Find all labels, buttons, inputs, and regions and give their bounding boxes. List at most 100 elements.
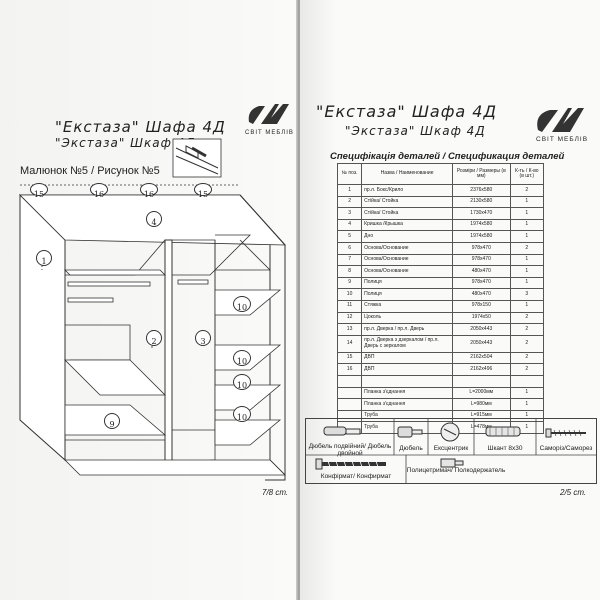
cell-no: 11 [336,299,363,313]
dowel-pin-label: Шкант 8х30 [487,445,523,452]
cell-size: L=980мм [451,398,511,411]
cell-name: Основа/Основание [361,241,453,255]
cell-name: пр.л. Дверка / пр.л. Дверь [361,323,453,336]
cell-size: 1974х580 [451,230,511,243]
cell-qty: 1 [509,218,545,232]
cell-no: 12 [336,311,363,325]
cell-no: 2 [336,195,363,209]
cell-size: 2162х496 [451,363,511,376]
callout-10-a: 10 [233,296,251,312]
eccentric-label: Ексцентрик [433,445,469,452]
cell-name: пр.л. Бокс/Крило [361,184,453,197]
cell-name: Полиця [361,288,453,301]
cell-qty: 1 [509,386,545,400]
cell-qty: 1 [509,398,545,411]
cell-size: 978х470 [451,276,511,290]
cell-no: 5 [336,230,363,243]
col-name: Назва / Наименование [361,163,453,185]
hardware-box: Дюбель подвійний/ Дюбель двойной Дюбель … [305,418,597,484]
eccentric-icon [440,422,460,442]
cell-qty: 2 [509,184,545,197]
right-subtitle: "Экстаза" Шкаф 4Д [345,124,486,138]
callout-10-b: 10 [233,350,251,366]
cell-size: 2050х443 [451,334,511,353]
cell-no: 14 [336,334,363,353]
dowel-icon [397,426,423,438]
dowel-label: Дюбель [399,445,423,452]
callout-15-right: 15 [194,183,212,199]
cell-name: Стійка/ Стойка [361,207,453,220]
cell-name: Основа/Основание [361,265,453,278]
panel-joint-inset-icon [172,138,222,178]
cell-qty: 2 [509,311,545,325]
cell-size: 2162х504 [451,351,511,365]
cell-size: 2376х580 [451,184,511,197]
cell-size: 2050х443 [451,323,511,336]
cell-qty: 1 [509,265,545,278]
cell-qty: 3 [509,288,545,301]
cell-name: ДВП [361,363,453,376]
cell-size: 1974х580 [451,218,511,232]
book-gutter [296,0,302,600]
screw-icon [545,428,586,438]
figure-caption: Малюнок №5 / Рисунок №5 [20,165,160,177]
right-title: "Екстаза" Шафа 4Д [316,102,497,121]
cell-size: 1974х50 [451,311,511,325]
callout-10-c: 10 [233,374,251,390]
cell-name: Стійка/ Стойка [361,195,453,209]
right-page-number: 2/5 ст. [560,488,587,497]
shelf-holder-label: Полицетримач/ Полкодержатель [406,467,506,474]
spec-table-header: № поз. Назва / Наименование Розміри / Ра… [336,163,545,185]
cell-size: 978х470 [451,241,511,255]
spec-heading: Специфікація деталей / Спецификация дета… [330,151,565,162]
cell-no [336,386,363,400]
cell-name [361,374,453,388]
cell-name: Полиця [361,276,453,290]
cell-no: 4 [336,218,363,232]
cell-no: 8 [336,265,363,278]
cell-no: 1 [336,184,363,197]
cell-no: 15 [336,351,363,365]
cell-no: 13 [336,323,363,336]
hardware-icons [306,419,596,483]
cell-no: 9 [336,276,363,290]
left-title: "Екстаза" Шафа 4Д [55,118,226,136]
cell-no: 7 [336,253,363,267]
cell-no [336,374,363,388]
spec-table: № поз. Назва / Наименование Розміри / Ра… [336,163,545,434]
left-page: "Екстаза" Шафа 4Д "Экстаза" Шкаф 4Д СВІТ… [0,0,300,600]
table-row [336,374,545,388]
cell-size: 978х470 [451,253,511,267]
callout-2: 2 [146,330,162,346]
cell-qty: 2 [509,334,545,353]
callout-4: 4 [146,211,162,227]
cell-qty: 2 [509,323,545,336]
logo-icon [537,108,584,132]
cell-size: 2130х580 [451,195,511,209]
left-logo: СВІТ МЕБЛІВ [245,100,295,136]
cell-size: L=2000мм [451,386,511,400]
cell-name: пр.л. Дверка з дзеркалом / пр.л. Дверь с… [361,334,453,353]
right-logo: СВІТ МЕБЛІВ [532,104,592,143]
cell-name: Основа/Основание [361,253,453,267]
cell-name: Кришка /Крышка [361,218,453,232]
cell-no: 3 [336,207,363,220]
confirmat-label: Конфірмат/ Конфирмат [320,473,392,480]
cell-name: Стяжка [361,299,453,313]
double-dowel-icon [323,426,361,436]
cell-no [336,398,363,411]
left-subtitle: "Экстаза" Шкаф 4Д [55,136,196,150]
cell-name: Дно [361,230,453,243]
cell-name: ДВП [361,351,453,365]
